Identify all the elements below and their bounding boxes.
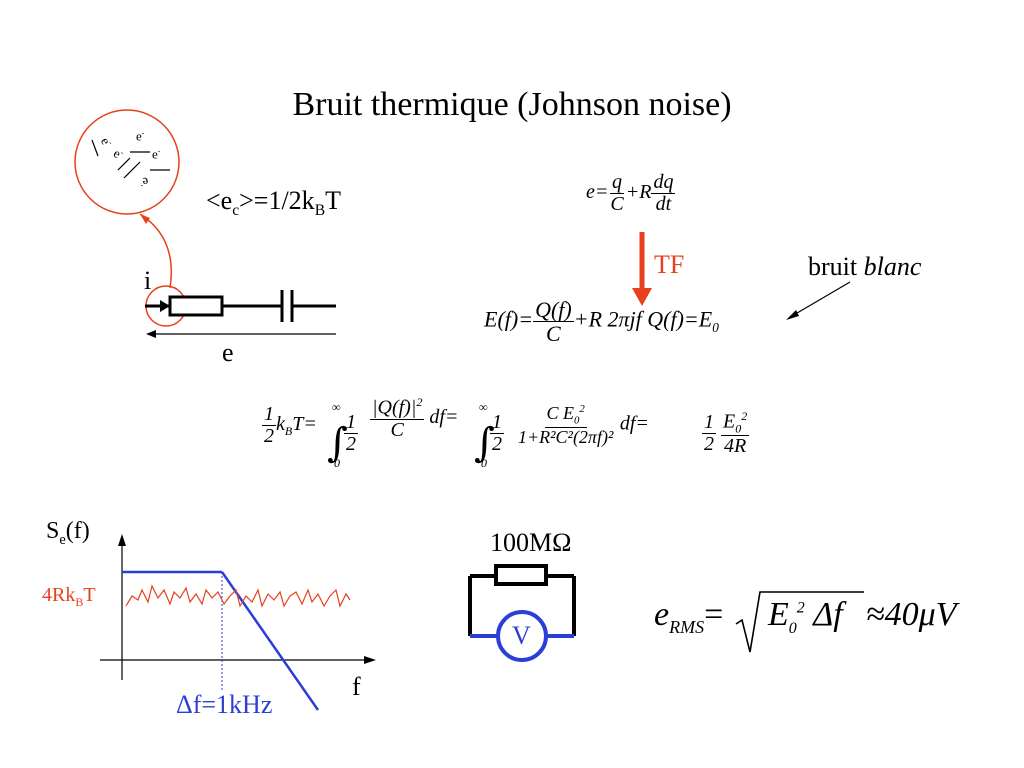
tf-label: TF: [654, 250, 685, 279]
integral-sign-2: ∫: [474, 420, 495, 466]
bandwidth-label: Δf=1kHz: [176, 690, 273, 719]
electron-label-4: e-: [152, 146, 161, 162]
page-title: Bruit thermique (Johnson noise): [292, 86, 732, 123]
voltmeter-circuit: [468, 564, 576, 662]
integral-1-lower: 0: [334, 456, 340, 470]
current-arrow: [160, 300, 170, 312]
erms-value: ≈40μV: [866, 596, 957, 633]
plot-noise-level: 4RkBT: [42, 584, 96, 609]
current-label: i: [144, 266, 152, 295]
resistor: [168, 295, 224, 317]
integral-1-upper: ∞: [332, 400, 341, 414]
ec-average: <ec>=1/2kBT: [206, 186, 341, 220]
erms-radicand: E02 Δf: [768, 596, 843, 637]
electron-zoom-circle: [74, 109, 180, 215]
voltmeter-label: V: [512, 621, 531, 650]
voltmeter: [496, 610, 548, 662]
plot-ylabel: Se(f): [46, 518, 90, 548]
plot-xlabel: f: [352, 672, 361, 701]
white-noise-arrow: [791, 281, 851, 317]
spectrum-plot: [100, 534, 376, 711]
resistor-value: 100MΩ: [490, 528, 572, 557]
integral-2-lower: 0: [481, 456, 487, 470]
white-noise-label: bruit blanc: [808, 252, 922, 281]
electron-motion-arrows: [91, 139, 170, 179]
sqrt-sign: [735, 591, 864, 653]
electron-label-2: e-: [136, 128, 145, 144]
emf-label: e: [222, 338, 234, 367]
zoom-arrow-head: [140, 214, 150, 224]
integral-2-upper: ∞: [479, 400, 488, 414]
erms-equation: eRMS=: [654, 596, 724, 637]
lorentzian-rolloff: [220, 571, 320, 711]
equation-fourier: E(f)=Q(f)C+R 2πjf Q(f)=E0: [484, 297, 719, 347]
noise-trace: [125, 584, 351, 608]
resistor-100M: [494, 564, 548, 586]
integral-sign-1: ∫: [327, 420, 348, 466]
